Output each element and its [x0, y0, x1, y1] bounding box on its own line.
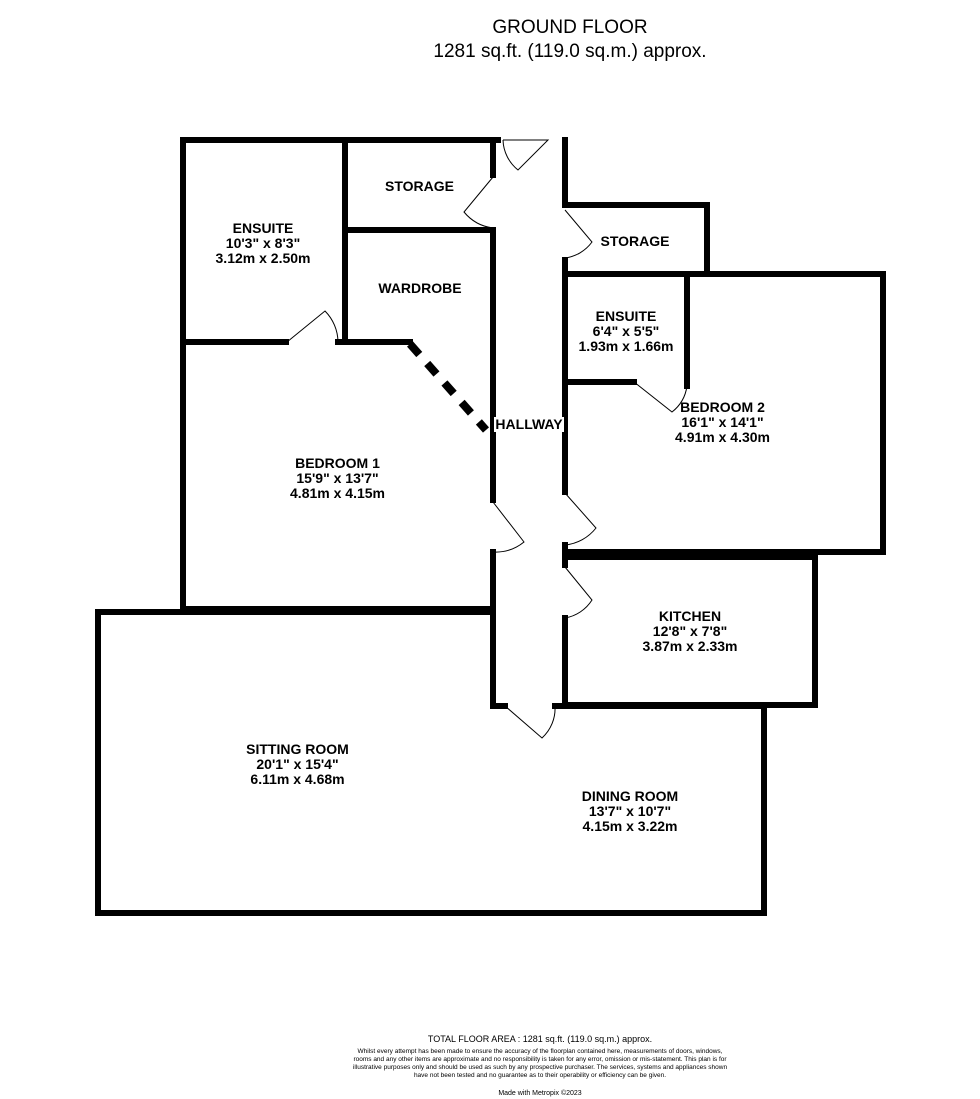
- door-bedroom1: [492, 501, 525, 553]
- door-storage2: [564, 209, 593, 259]
- door-storage1: [463, 176, 494, 229]
- wall-bedroom1-left: [180, 137, 496, 612]
- door-ensuite2: [633, 381, 688, 413]
- wardrobe-divider: [407, 341, 489, 433]
- door-hallway-top: [502, 139, 550, 171]
- walls: [95, 137, 886, 916]
- room-storage-2: STORAGE: [600, 233, 670, 249]
- total-floor-area: TOTAL FLOOR AREA : 1281 sq.ft. (119.0 sq…: [427, 1034, 653, 1044]
- door-kitchen: [564, 566, 593, 619]
- floor-area: 1281 sq.ft. (119.0 sq.m.) approx.: [433, 41, 707, 62]
- room-hallway: HALLWAY: [494, 416, 564, 432]
- wall-bedroom2: [562, 271, 886, 555]
- wall-living-outer: [95, 609, 767, 916]
- wall-kitchen: [562, 554, 818, 708]
- wall-storage2: [562, 202, 710, 277]
- door-swings: [286, 139, 688, 739]
- door-living: [504, 705, 556, 739]
- door-ensuite1: [286, 310, 339, 343]
- disclaimer: Whilst every attempt has been made to en…: [352, 1048, 728, 1079]
- room-storage-1: STORAGE: [385, 178, 454, 194]
- floor-title: GROUND FLOOR: [492, 17, 648, 38]
- made-with: Made with Metropix ©2023: [498, 1090, 582, 1097]
- door-bedroom2: [564, 492, 597, 546]
- room-wardrobe: WARDROBE: [378, 280, 462, 296]
